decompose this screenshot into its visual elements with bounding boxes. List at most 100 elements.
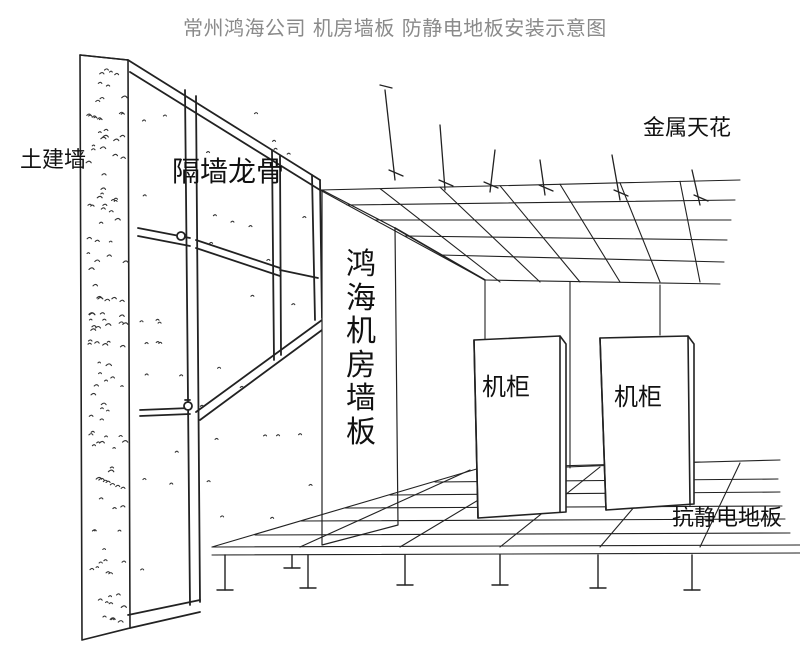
wall-speck bbox=[94, 341, 100, 344]
wall-speck bbox=[230, 220, 235, 223]
wall-speck bbox=[90, 204, 95, 207]
wall-speck bbox=[100, 402, 107, 406]
wall-speck bbox=[239, 385, 244, 388]
wall-speck bbox=[121, 560, 127, 563]
wall-speck bbox=[94, 259, 101, 263]
wall-speck bbox=[91, 144, 96, 147]
wall-speck bbox=[100, 136, 107, 140]
wall-speck bbox=[266, 258, 271, 261]
wall-speck bbox=[88, 318, 93, 321]
ceiling-hanger bbox=[611, 154, 621, 201]
wall-speck bbox=[302, 215, 307, 219]
label-antistatic-floor: 抗静电地板 bbox=[672, 506, 783, 531]
wall-speck bbox=[271, 139, 277, 142]
wall-speck bbox=[103, 68, 109, 71]
wall-speck bbox=[99, 96, 105, 100]
wall-speck bbox=[120, 156, 126, 159]
wall-speck bbox=[102, 615, 107, 618]
wall-speck bbox=[86, 252, 91, 255]
wall-speck bbox=[101, 173, 107, 176]
wall-speck bbox=[108, 70, 113, 73]
label-cabinet-2: 机柜 bbox=[614, 383, 662, 411]
wall-speck bbox=[102, 203, 108, 206]
wall-speck bbox=[115, 593, 121, 596]
wall-speck bbox=[113, 138, 120, 142]
wall-speck bbox=[155, 340, 160, 344]
wall-speck bbox=[85, 160, 92, 164]
wall-speck bbox=[100, 192, 104, 195]
wall-speck bbox=[104, 298, 111, 302]
wall-speck bbox=[118, 314, 125, 317]
wall-speck bbox=[92, 283, 99, 287]
wall-speck bbox=[99, 312, 106, 315]
cabinet-1 bbox=[473, 335, 567, 519]
wall-speck bbox=[87, 203, 93, 206]
wall-speck bbox=[97, 131, 102, 134]
wall-speck bbox=[99, 440, 105, 444]
wall-speck bbox=[106, 254, 112, 257]
label-wall-panel: 鸿海机房墙板 bbox=[346, 247, 376, 450]
ceiling-cross-line bbox=[619, 182, 661, 283]
wall-speck bbox=[119, 134, 126, 138]
wall-speck bbox=[87, 339, 93, 342]
wall-speck bbox=[97, 81, 103, 84]
wall-speck bbox=[273, 147, 278, 150]
label-cabinet-1: 机柜 bbox=[482, 373, 530, 401]
wall-speck bbox=[98, 561, 103, 564]
wall-speck bbox=[157, 321, 162, 324]
ceiling-grid-line bbox=[346, 199, 736, 206]
wall-texture bbox=[85, 68, 313, 623]
wall-speck bbox=[95, 325, 102, 329]
wall-speck bbox=[110, 199, 115, 202]
wall-speck bbox=[121, 439, 129, 443]
wall-speck bbox=[93, 384, 100, 387]
wall-speck bbox=[112, 506, 117, 510]
cabinet-2 bbox=[599, 335, 695, 511]
floor-front-edge bbox=[211, 552, 800, 556]
wall-speck bbox=[103, 559, 108, 562]
wall-speck bbox=[140, 568, 145, 571]
ceiling-edge bbox=[319, 179, 741, 191]
hanger-clip bbox=[693, 194, 709, 202]
wall-speck bbox=[100, 407, 104, 410]
wall-speck bbox=[114, 217, 121, 221]
wall-speck bbox=[99, 418, 104, 421]
wall-speck bbox=[102, 134, 109, 138]
wall-speck bbox=[89, 567, 95, 571]
label-metal-ceiling: 金属天花 bbox=[643, 116, 732, 141]
floor-pedestals bbox=[216, 554, 701, 591]
wall-speck bbox=[90, 392, 97, 396]
wall-speck bbox=[110, 618, 115, 621]
wall-speck bbox=[106, 340, 111, 343]
wall-speck bbox=[93, 116, 98, 119]
wall-speck bbox=[95, 566, 100, 568]
wall-speck bbox=[246, 164, 251, 167]
wall-speck bbox=[102, 343, 109, 346]
metal-ceiling bbox=[319, 179, 741, 285]
wall-speck bbox=[119, 344, 126, 348]
wall-speck bbox=[270, 516, 275, 519]
wall-speck bbox=[87, 342, 92, 345]
wall-speck bbox=[88, 267, 95, 271]
hanger-clip bbox=[388, 169, 404, 177]
wall-speck bbox=[105, 480, 111, 484]
wall-speck bbox=[122, 322, 129, 325]
wall-speck bbox=[142, 477, 147, 481]
wall-speck bbox=[95, 99, 101, 103]
wall-speck bbox=[88, 414, 94, 417]
wall-speck bbox=[286, 152, 291, 155]
wall-speck bbox=[119, 299, 125, 303]
diagram-title: 常州鸿海公司 机房墙板 防静电地板安装示意图 bbox=[183, 16, 607, 40]
wall-speck bbox=[169, 482, 174, 485]
wall-speck bbox=[104, 601, 109, 604]
wall-speck bbox=[105, 84, 111, 87]
ceiling-hanger bbox=[691, 169, 701, 206]
wall-speck bbox=[115, 484, 121, 488]
ceiling-cross-line bbox=[439, 186, 541, 283]
ceiling-cross-line bbox=[499, 185, 581, 283]
wall-speck bbox=[220, 515, 225, 518]
wall-speck bbox=[117, 620, 124, 623]
wall-speck bbox=[108, 595, 113, 598]
wall-speck bbox=[122, 260, 129, 264]
